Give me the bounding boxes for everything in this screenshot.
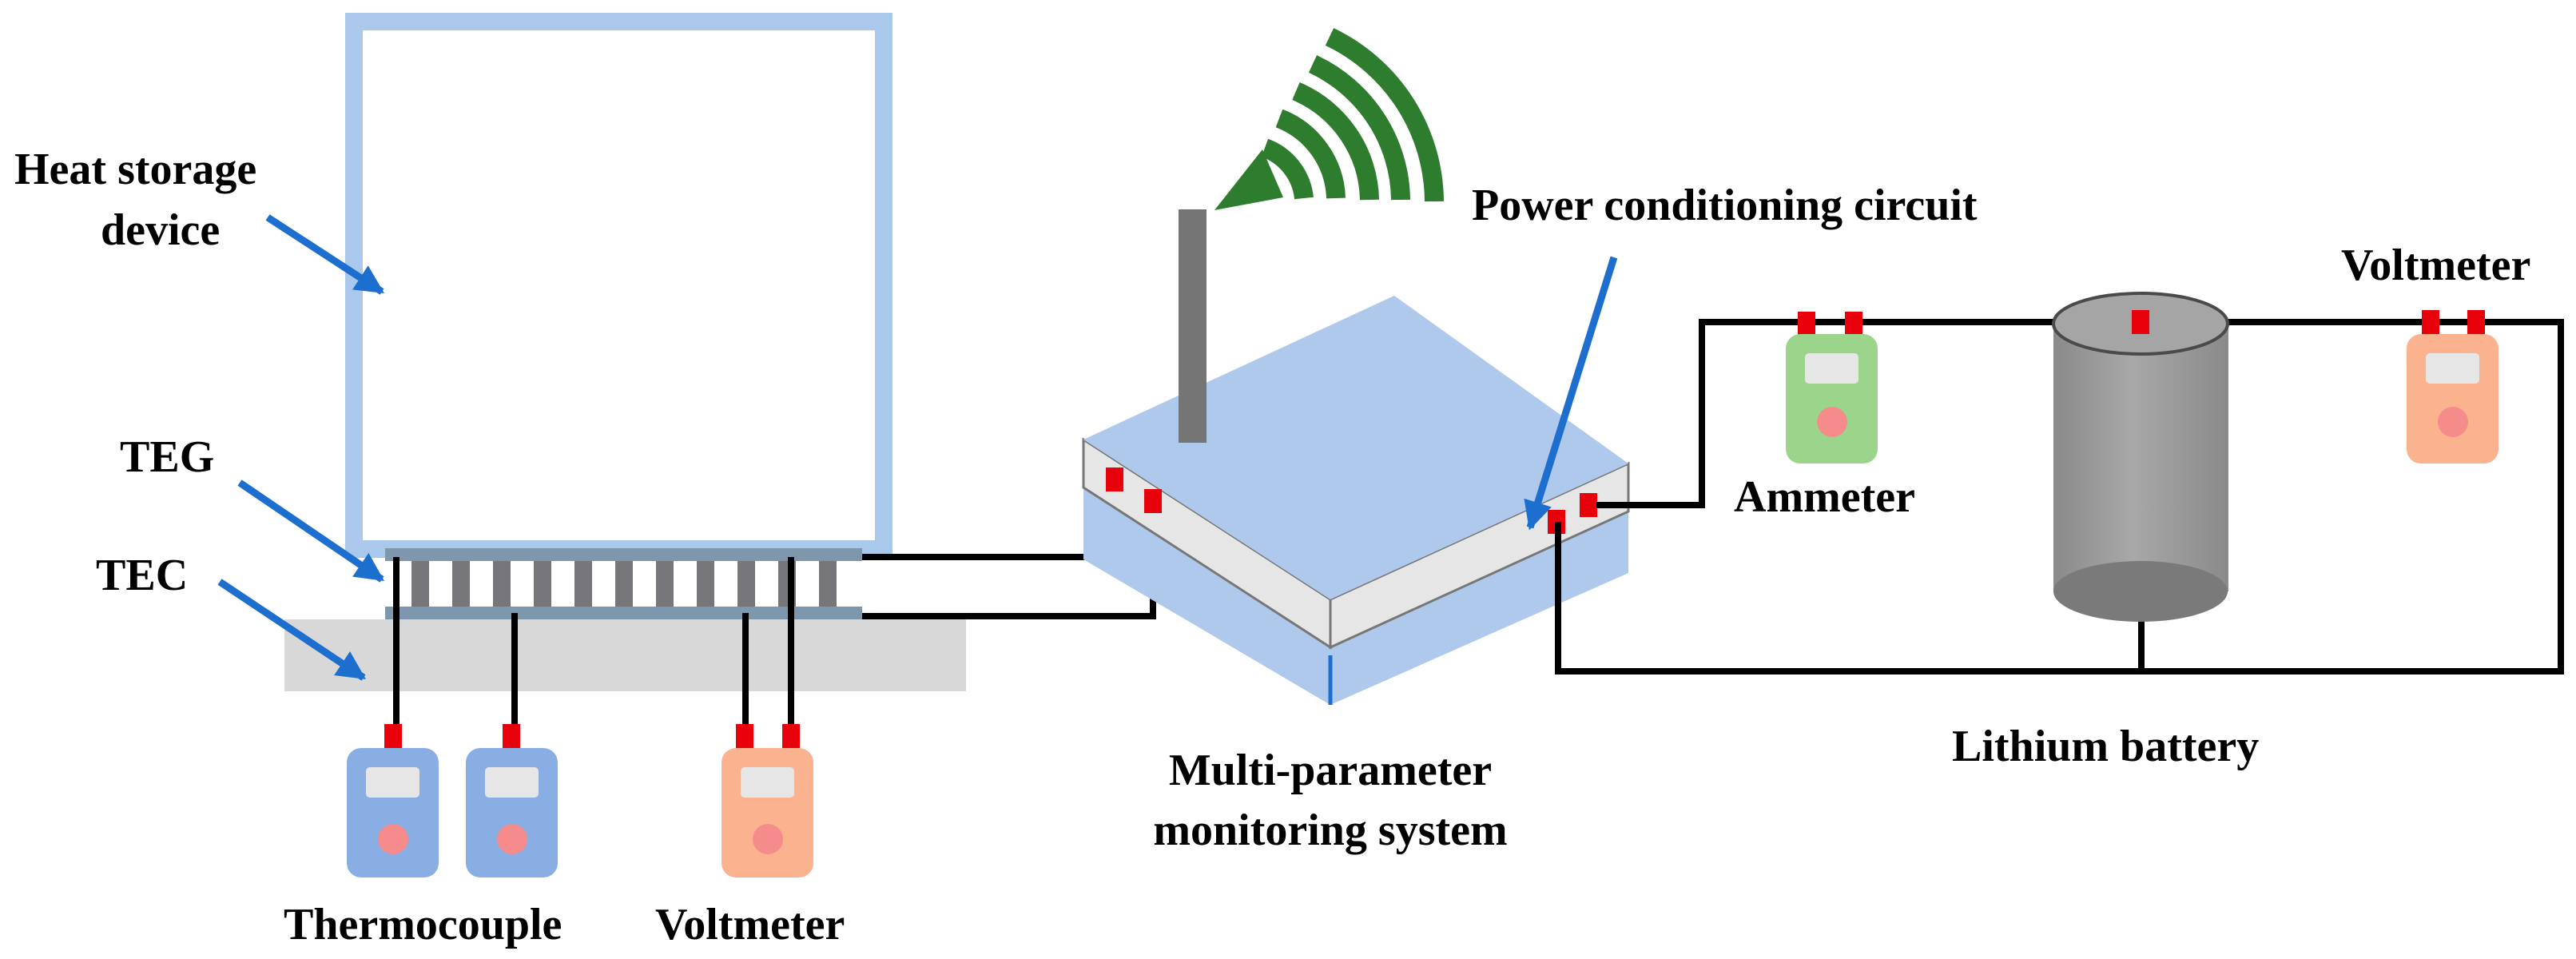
terminal (1580, 493, 1597, 517)
label-mps-line2: monitoring system (1153, 806, 1507, 855)
teg-legs (411, 561, 837, 607)
label-lithium-battery: Lithium battery (1952, 722, 2259, 771)
voltmeter-left (722, 724, 813, 877)
label-power-conditioning: Power conditioning circuit (1472, 181, 1978, 230)
terminal (384, 724, 402, 748)
terminal (736, 724, 753, 748)
terminal (2422, 310, 2439, 334)
label-tec: TEC (96, 551, 188, 600)
terminal (782, 724, 800, 748)
thermocouple-meter-1 (347, 724, 439, 877)
annotation-arrows (217, 214, 1618, 681)
label-heat-storage-line2: device (101, 205, 220, 255)
label-ammeter: Ammeter (1734, 472, 1915, 522)
label-mps-line1: Multi-parameter (1169, 746, 1492, 795)
arrow-tec (217, 579, 366, 681)
terminal (1144, 489, 1162, 513)
thermocouple-meter-2 (466, 724, 558, 877)
label-voltmeter-right: Voltmeter (2341, 241, 2530, 290)
label-teg: TEG (120, 432, 214, 482)
wifi-signal-icon (1214, 28, 1444, 210)
label-voltmeter-left: Voltmeter (655, 900, 845, 949)
ammeter (1786, 312, 1878, 464)
arrow-power-conditioning (1524, 256, 1618, 531)
terminal (1798, 312, 1815, 336)
terminal (503, 724, 520, 748)
teg-top-plate (385, 548, 862, 561)
arrow-teg (237, 480, 384, 583)
voltmeter-right (2407, 310, 2498, 464)
lithium-battery (2052, 292, 2229, 622)
label-thermocouple: Thermocouple (284, 900, 562, 949)
terminal (1845, 312, 1862, 336)
arrow-heat-storage (265, 214, 385, 295)
terminal (1106, 468, 1123, 491)
heat-storage-device (345, 13, 892, 558)
router-top (1083, 296, 1628, 599)
antenna-icon (1179, 209, 1207, 443)
label-heat-storage-line1: Heat storage (14, 145, 256, 194)
monitoring-system (1082, 28, 1630, 705)
tec-slab (284, 619, 966, 691)
terminal (2132, 310, 2149, 334)
right-circuit-wires (1555, 319, 2564, 674)
terminal (2467, 310, 2485, 334)
